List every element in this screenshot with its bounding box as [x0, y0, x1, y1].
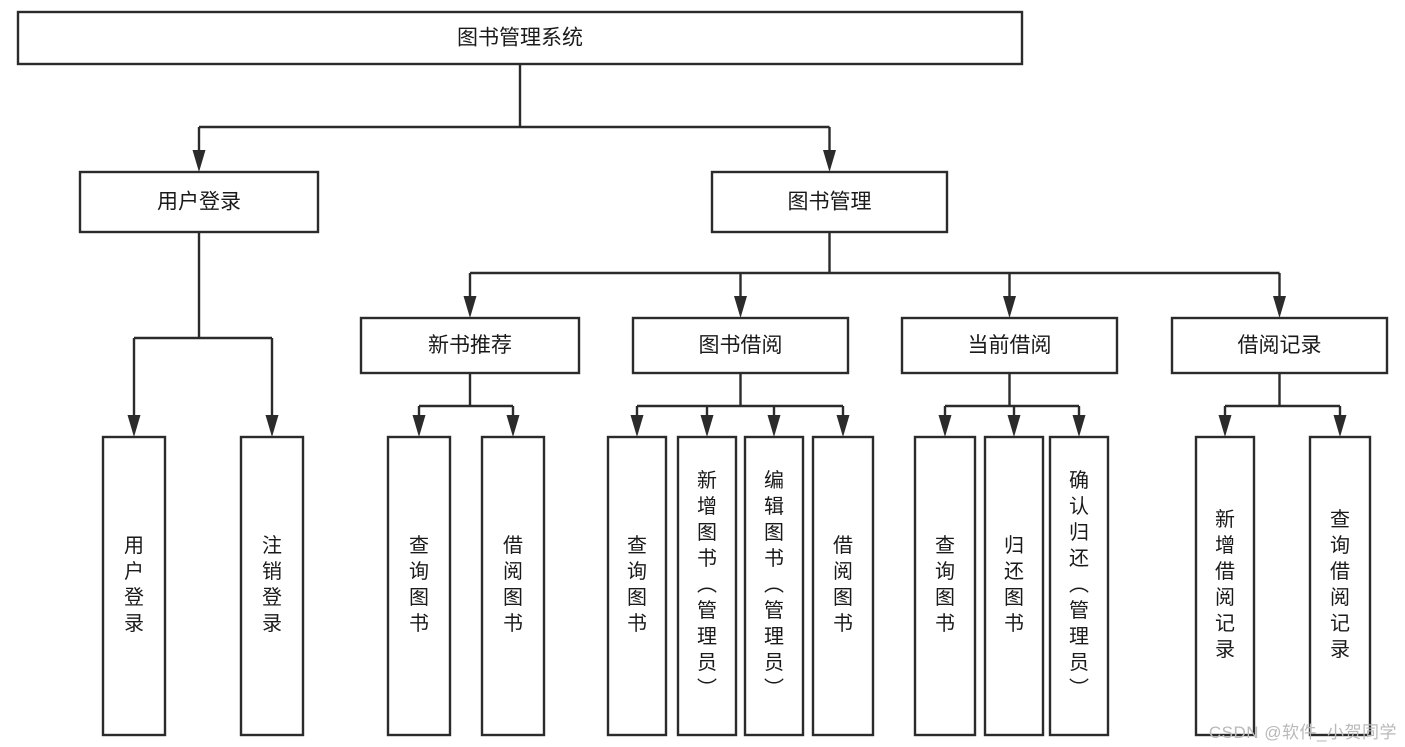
- node-label-book-manage: 图书管理: [788, 191, 872, 214]
- node-label-leaf-confirm-return: 确认归还︵管理员︶: [1069, 469, 1089, 700]
- node-box-leaf-query-book-1[interactable]: [386, 435, 452, 737]
- node-label-leaf-add-record: 新增借阅记录: [1215, 508, 1235, 661]
- node-label-book-borrow: 图书借阅: [699, 334, 783, 357]
- node-label-leaf-borrow-book-1: 借阅图书: [503, 534, 523, 635]
- node-leaf-add-record[interactable]: 新增借阅记录: [1194, 435, 1256, 737]
- node-box-leaf-user-login[interactable]: [101, 435, 167, 737]
- node-label-leaf-user-login: 用户登录: [124, 535, 144, 635]
- connector-bus-borrow-record: [1218, 373, 1347, 437]
- node-leaf-query-book-1[interactable]: 查询图书: [386, 435, 452, 737]
- node-leaf-borrow-book-2[interactable]: 借阅图书: [811, 435, 875, 737]
- node-label-leaf-query-record: 查询借阅记录: [1330, 508, 1350, 661]
- connector-bus-current-borrow: [938, 373, 1086, 437]
- node-label-new-book-rec: 新书推荐: [428, 334, 512, 357]
- node-leaf-query-book-3[interactable]: 查询图书: [913, 435, 977, 737]
- node-label-leaf-return-book: 归还图书: [1004, 534, 1024, 635]
- node-leaf-borrow-book-1[interactable]: 借阅图书: [480, 435, 546, 737]
- node-label-leaf-edit-book: 编辑图书︵管理员︶: [764, 469, 784, 700]
- watermark-label: CSDN @软件_小贺同学: [1208, 723, 1397, 742]
- node-box-leaf-query-book-3[interactable]: [913, 435, 977, 737]
- node-box-leaf-borrow-book-1[interactable]: [480, 435, 546, 737]
- node-new-book-rec[interactable]: 新书推荐: [359, 316, 581, 375]
- node-box-leaf-query-record[interactable]: [1308, 435, 1372, 737]
- node-label-leaf-borrow-book-2: 借阅图书: [833, 534, 853, 635]
- node-box-new-book-rec[interactable]: [359, 316, 581, 375]
- node-leaf-confirm-return[interactable]: 确认归还︵管理员︶: [1048, 435, 1110, 737]
- connector-bus-book-borrow: [630, 373, 850, 437]
- connector-layer: [127, 64, 1347, 437]
- node-current-borrow[interactable]: 当前借阅: [900, 316, 1119, 375]
- node-box-leaf-confirm-return[interactable]: [1048, 435, 1110, 737]
- node-leaf-logout[interactable]: 注销登录: [239, 435, 305, 737]
- node-leaf-return-book[interactable]: 归还图书: [983, 435, 1045, 737]
- node-borrow-record[interactable]: 借阅记录: [1170, 316, 1389, 375]
- node-label-leaf-add-book: 新增图书︵管理员︶: [697, 469, 717, 700]
- connector-bus-root: [192, 64, 836, 172]
- node-label-root: 图书管理系统: [457, 27, 583, 50]
- connector-bus-user-login: [127, 232, 279, 437]
- node-box-borrow-record[interactable]: [1170, 316, 1389, 375]
- connector-bus-new-book-rec: [412, 373, 520, 437]
- node-label-leaf-query-book-1: 查询图书: [409, 534, 429, 635]
- node-book-manage[interactable]: 图书管理: [710, 170, 949, 234]
- node-leaf-user-login[interactable]: 用户登录: [101, 435, 167, 737]
- node-user-login[interactable]: 用户登录: [78, 170, 320, 234]
- node-leaf-query-record[interactable]: 查询借阅记录: [1308, 435, 1372, 737]
- node-label-leaf-query-book-2: 查询图书: [627, 534, 647, 635]
- node-book-borrow[interactable]: 图书借阅: [631, 316, 850, 375]
- node-box-leaf-return-book[interactable]: [983, 435, 1045, 737]
- node-label-leaf-logout: 注销登录: [262, 534, 282, 635]
- node-box-leaf-borrow-book-2[interactable]: [811, 435, 875, 737]
- node-label-leaf-query-book-3: 查询图书: [935, 534, 955, 635]
- node-label-current-borrow: 当前借阅: [968, 334, 1052, 357]
- node-box-leaf-query-book-2[interactable]: [606, 435, 668, 737]
- node-box-current-borrow[interactable]: [900, 316, 1119, 375]
- node-box-leaf-add-record[interactable]: [1194, 435, 1256, 737]
- connector-bus-book-manage: [463, 232, 1286, 318]
- node-box-book-borrow[interactable]: [631, 316, 850, 375]
- node-box-leaf-add-book[interactable]: [676, 435, 738, 737]
- node-label-borrow-record: 借阅记录: [1238, 334, 1322, 357]
- node-box-book-manage[interactable]: [710, 170, 949, 234]
- node-box-user-login[interactable]: [78, 170, 320, 234]
- node-root[interactable]: 图书管理系统: [16, 10, 1024, 66]
- node-leaf-query-book-2[interactable]: 查询图书: [606, 435, 668, 737]
- node-box-root[interactable]: [16, 10, 1024, 66]
- node-leaf-edit-book[interactable]: 编辑图书︵管理员︶: [743, 435, 805, 737]
- node-box-leaf-logout[interactable]: [239, 435, 305, 737]
- node-leaf-add-book[interactable]: 新增图书︵管理员︶: [676, 435, 738, 737]
- node-layer: 图书管理系统用户登录图书管理新书推荐图书借阅当前借阅借阅记录用户登录注销登录查询…: [16, 10, 1389, 737]
- node-label-user-login: 用户登录: [157, 191, 241, 214]
- node-box-leaf-edit-book[interactable]: [743, 435, 805, 737]
